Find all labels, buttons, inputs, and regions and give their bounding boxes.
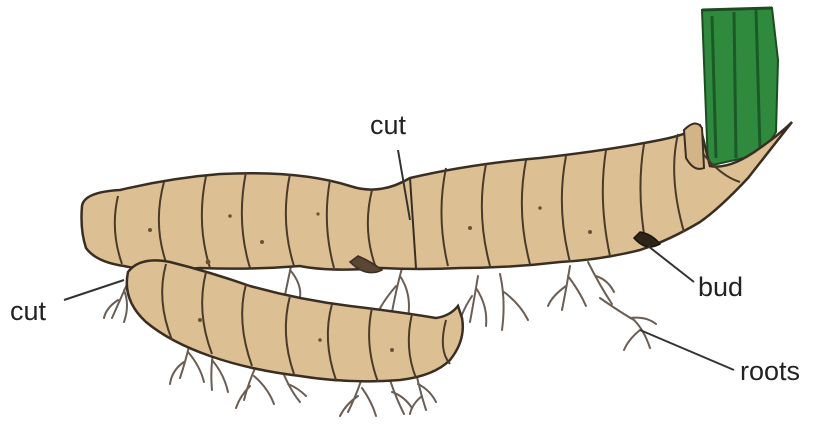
label-cut-top: cut (370, 110, 407, 140)
lower-branch-rhizome (127, 260, 463, 382)
label-bud: bud (698, 272, 743, 302)
leader-bud (648, 246, 694, 282)
label-roots: roots (740, 356, 800, 386)
leader-roots (640, 330, 734, 370)
leader-cut-left (64, 280, 124, 300)
main-rhizome (82, 122, 793, 273)
label-cut-left: cut (10, 296, 47, 326)
